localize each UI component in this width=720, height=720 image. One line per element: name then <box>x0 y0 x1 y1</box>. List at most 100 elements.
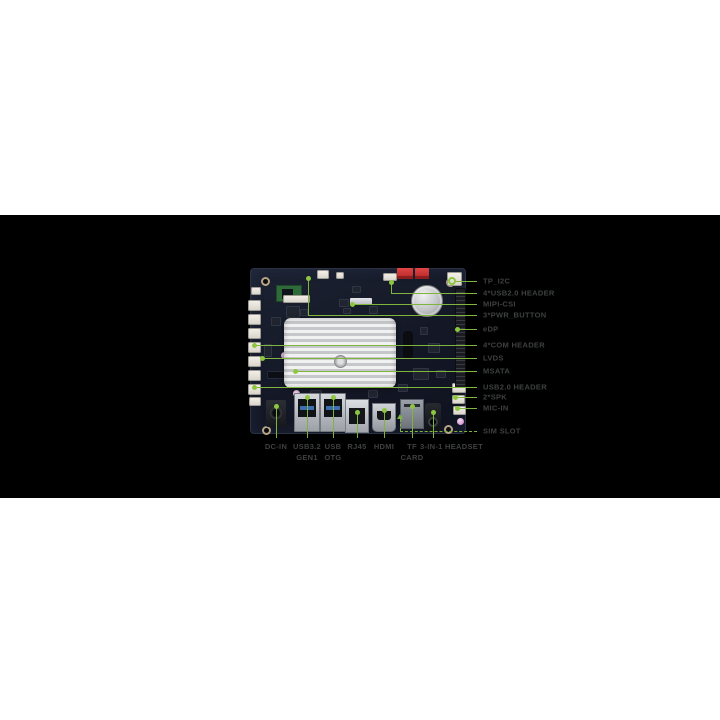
callout-line <box>412 406 413 438</box>
white-connector <box>317 270 329 279</box>
ic-chip <box>300 309 308 316</box>
callout-line <box>308 315 477 316</box>
callout-label-line2: CARD <box>400 453 424 462</box>
ic-chip <box>264 344 272 357</box>
callout-marker-dot <box>382 408 387 413</box>
callout-label-line1: RJ45 <box>347 442 367 451</box>
white-connector <box>248 300 261 311</box>
callout-line <box>276 406 277 438</box>
mounting-hole <box>261 277 270 286</box>
callout-label-line2: GEN1 <box>296 453 318 462</box>
white-connector <box>248 314 261 325</box>
ic-chip <box>339 299 349 307</box>
callout-label: LVDS <box>483 353 504 363</box>
pin-header <box>455 288 466 388</box>
callout-label: HDMI <box>374 441 394 452</box>
callout-marker-dot <box>305 395 310 400</box>
callout-marker-dot <box>274 404 279 409</box>
callout-arrow-up-icon <box>397 414 403 419</box>
white-connector <box>249 397 261 406</box>
callout-label: 2*SPK <box>483 392 508 402</box>
heatsink-screw <box>334 355 347 368</box>
ic-chip <box>343 308 351 314</box>
white-connector <box>248 328 261 339</box>
callout-marker-dot <box>331 395 336 400</box>
callout-line <box>295 371 477 372</box>
callout-line <box>384 410 385 438</box>
callout-label: SIM SLOT <box>483 426 521 436</box>
callout-marker-dot <box>453 395 458 400</box>
callout-label-line2: OTG <box>324 453 342 462</box>
callout-label: 3-IN-1 HEADSET <box>420 441 483 452</box>
mounting-hole <box>444 425 453 434</box>
ic-chip <box>420 327 428 335</box>
callout-label-line1: TF <box>407 442 417 451</box>
callout-marker-dot <box>306 276 311 281</box>
callout-marker-dot <box>260 356 265 361</box>
ic-chip <box>413 368 429 380</box>
callout-marker-dot <box>293 369 298 374</box>
ic-chip <box>368 390 378 398</box>
ic-chip <box>436 370 446 378</box>
callout-label: TP_I2C <box>483 276 511 286</box>
coin-battery <box>411 285 443 317</box>
callout-marker-dot <box>455 406 460 411</box>
white-connector <box>336 272 344 279</box>
callout-line <box>457 408 477 409</box>
callout-marker-dot <box>252 343 257 348</box>
callout-stub <box>308 278 309 315</box>
ic-chip <box>428 343 440 353</box>
callout-marker-dot <box>431 410 436 415</box>
callout-label: MSATA <box>483 366 511 376</box>
callout-line <box>307 397 308 438</box>
callout-label: 4*COM HEADER <box>483 340 545 350</box>
callout-line <box>457 329 477 330</box>
callout-line <box>333 397 334 438</box>
callout-marker-dot <box>355 410 360 415</box>
callout-label: USB2.0 HEADER <box>483 382 547 392</box>
ic-chip <box>352 286 361 293</box>
callout-line <box>254 345 477 346</box>
callout-line <box>262 358 477 359</box>
white-connector <box>453 406 466 415</box>
callout-line <box>456 281 477 282</box>
ic-chip <box>398 384 408 392</box>
callout-label: RJ45 <box>347 441 366 452</box>
callout-label-line1: 3-IN-1 HEADSET <box>420 442 483 451</box>
fpc-connector <box>350 298 372 305</box>
white-connector <box>452 395 465 404</box>
white-connector <box>248 370 261 381</box>
white-connector <box>248 356 261 367</box>
white-connector <box>251 287 261 295</box>
callout-label: MIPI-CSI <box>483 299 516 309</box>
callout-line <box>254 387 477 388</box>
ic-chip <box>369 306 378 314</box>
ic-chip <box>271 317 281 326</box>
callout-label: eDP <box>483 324 499 334</box>
white-connector <box>383 273 397 281</box>
callout-label: MIC-IN <box>483 403 509 413</box>
callout-marker-dot <box>350 302 355 307</box>
callout-stub <box>391 282 392 293</box>
callout-marker-dot <box>410 404 415 409</box>
callout-line <box>433 412 434 438</box>
callout-marker-ring <box>448 277 456 285</box>
callout-marker-dot <box>252 385 257 390</box>
callout-label-line1: DC-IN <box>264 442 288 451</box>
callout-line <box>391 293 477 294</box>
callout-label: 4*USB2.0 HEADER <box>483 288 555 298</box>
red-header <box>397 268 413 279</box>
callout-marker-dot <box>389 280 394 285</box>
heatsink <box>284 318 396 388</box>
standoff <box>457 418 464 425</box>
callout-line <box>352 304 477 305</box>
callout-marker-dot <box>455 327 460 332</box>
callout-label: DC-IN <box>265 441 287 452</box>
mounting-hole <box>262 426 271 435</box>
ic-chip <box>286 306 300 318</box>
white-connector <box>452 383 466 393</box>
callout-label-line1: HDMI <box>373 442 395 451</box>
red-header <box>415 268 429 279</box>
